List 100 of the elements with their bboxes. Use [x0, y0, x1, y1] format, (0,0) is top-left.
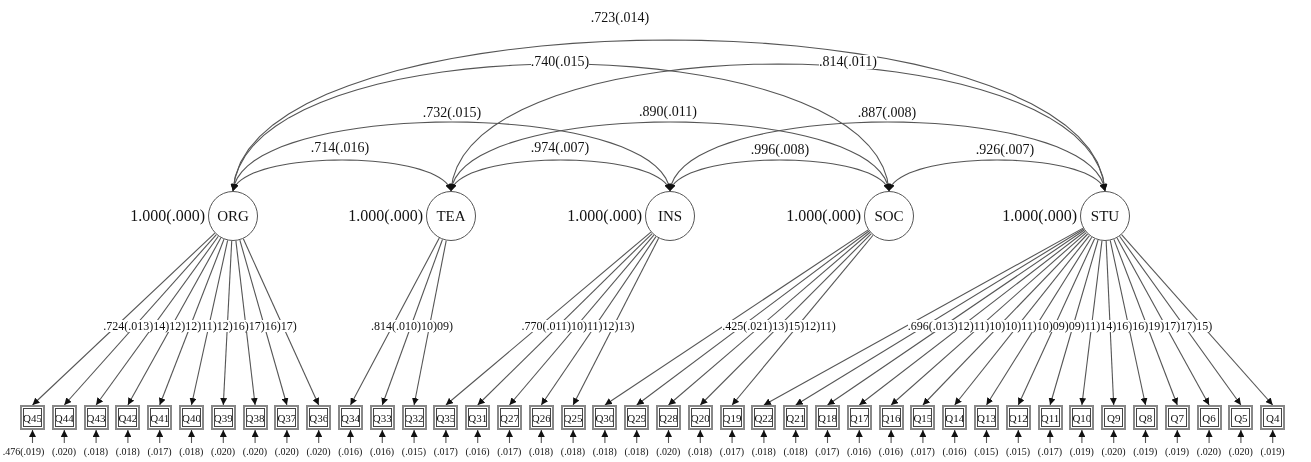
latent-variable-circle: SOC [864, 191, 914, 241]
covariance-arc [888, 159, 1106, 192]
loading-arrow [1119, 235, 1242, 406]
error-arrow [410, 429, 418, 444]
indicator-box: Q28 [656, 405, 681, 430]
error-arrow [1014, 429, 1022, 444]
error-variance-label: (.017) [815, 447, 840, 457]
error-arrow [983, 429, 990, 444]
loading-arrow [189, 239, 229, 406]
error-arrow [219, 429, 227, 444]
variance-label: 1.000(.000) [130, 208, 205, 224]
edge-label: .714(.016) [310, 141, 370, 155]
error-variance-label: (.019) [1133, 447, 1158, 457]
error-variance-label: (.017) [910, 447, 935, 457]
error-variance-label: (.016) [338, 447, 363, 457]
error-arrow [824, 429, 831, 444]
error-arrow [696, 429, 704, 444]
indicator-box: Q5 [1228, 405, 1254, 430]
loading-arrow [95, 235, 219, 406]
error-variance-label: (.017) [1037, 447, 1062, 457]
error-variance-label: (.017) [497, 447, 522, 457]
indicator-box: Q21 [783, 405, 809, 430]
error-variance-label: (.020) [1196, 447, 1221, 457]
indicator-box: Q37 [274, 405, 300, 430]
error-arrow [251, 429, 259, 444]
loading-label: .814(.010)10)09) [371, 320, 453, 332]
loading-arrow [63, 234, 217, 406]
loading-arrow [158, 238, 225, 406]
edge-label: .740(.015) [530, 55, 590, 69]
error-variance-label: (.018) [624, 447, 649, 457]
error-arrow [156, 429, 164, 444]
latent-variable-circle: INS [645, 191, 695, 241]
error-variance-label: (.018) [529, 447, 554, 457]
covariance-arc [448, 63, 1108, 192]
indicator-box: Q27 [497, 405, 522, 430]
error-variance-label: (.018) [783, 447, 808, 457]
loading-arrow [890, 232, 1087, 406]
edge-label: .732(.015) [422, 106, 482, 120]
latent-variable-circle: TEA [426, 191, 476, 241]
error-variance-label: (.019) [1069, 447, 1094, 457]
loading-arrow [242, 238, 320, 406]
loading-arrow [381, 238, 443, 406]
loading-arrow [699, 233, 872, 406]
error-arrow [442, 429, 450, 444]
error-variance-label: (.016) [847, 447, 872, 457]
error-arrow [537, 429, 545, 444]
indicator-box: Q13 [974, 405, 999, 430]
loading-arrow [412, 240, 447, 406]
loading-arrow [1048, 239, 1099, 406]
error-arrow [92, 429, 100, 444]
error-arrow [378, 429, 386, 444]
error-variance-label: (.020) [52, 447, 77, 457]
error-variance-label: (.015) [1006, 447, 1031, 457]
error-arrow [347, 429, 354, 444]
error-variance-label: (.018) [592, 447, 617, 457]
edge-label: .996(.008) [750, 143, 810, 157]
loading-arrow [731, 234, 874, 406]
loading-arrow [540, 236, 657, 406]
error-variance-label: (.018) [751, 447, 776, 457]
error-arrow [1205, 429, 1213, 444]
error-variance-label: (.020) [1101, 447, 1126, 457]
error-variance-label: .476(.019) [2, 447, 45, 457]
error-arrow [855, 429, 863, 444]
loading-arrow [1121, 234, 1274, 406]
error-variance-label: (.019) [1260, 447, 1285, 457]
loading-arrow [445, 231, 652, 406]
edge-label: .926(.007) [975, 143, 1035, 157]
error-variance-label: (.018) [688, 447, 713, 457]
latent-variable-circle: ORG [208, 191, 258, 241]
error-arrow [760, 429, 768, 444]
covariance-arc [450, 159, 671, 192]
indicator-box: Q22 [751, 405, 777, 430]
error-arrow [887, 429, 895, 444]
loading-arrow [508, 234, 655, 406]
indicator-box: Q9 [1101, 405, 1127, 430]
error-arrow [1110, 429, 1118, 444]
error-arrow [1269, 429, 1277, 444]
loading-arrow [922, 233, 1089, 406]
variance-label: 1.000(.000) [567, 208, 642, 224]
loading-arrow [220, 240, 233, 406]
indicator-box: Q31 [465, 405, 491, 430]
indicator-box: Q14 [942, 405, 968, 430]
error-variance-label: (.015) [401, 447, 426, 457]
indicator-box: Q34 [338, 405, 363, 430]
indicator-box: Q6 [1196, 405, 1222, 430]
error-variance-label: (.017) [147, 447, 172, 457]
error-variance-label: (.018) [83, 447, 108, 457]
error-arrow [1046, 429, 1054, 444]
loading-label: .425(.021)13)15)12)11) [722, 320, 836, 332]
edge-label: .887(.008) [857, 106, 917, 120]
indicator-box: Q41 [147, 405, 173, 430]
error-arrow [633, 429, 641, 444]
error-variance-label: (.018) [560, 447, 585, 457]
variance-label: 1.000(.000) [1002, 208, 1077, 224]
indicator-box: Q45 [20, 405, 45, 430]
error-arrow [29, 429, 36, 444]
covariance-arc [669, 159, 890, 192]
error-arrow [728, 429, 736, 444]
indicator-box: Q18 [815, 405, 840, 430]
error-variance-label: (.020) [1228, 447, 1253, 457]
